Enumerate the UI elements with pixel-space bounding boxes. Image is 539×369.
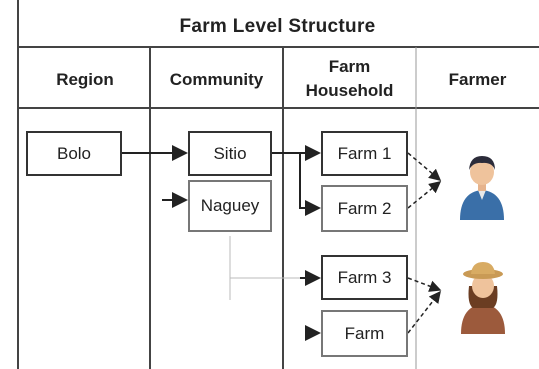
node-farm-2: Farm 2 (321, 185, 408, 232)
column-header-farm-household-line1: Farm (328, 57, 371, 76)
node-farm-4: Farm (321, 310, 408, 357)
male-farmer-icon (460, 156, 504, 220)
node-region-bolo: Bolo (26, 131, 122, 176)
node-community-naguey: Naguey (188, 180, 272, 232)
edge-sitio-farm2 (290, 152, 321, 216)
edge-farm1-farmer (407, 152, 442, 181)
dashed-connectors (407, 152, 442, 334)
column-header-region: Region (56, 70, 114, 89)
column-header-community: Community (169, 70, 264, 89)
node-farm-3: Farm 3 (321, 255, 408, 300)
female-farmer-icon (461, 262, 505, 334)
column-header-farmer: Farmer (448, 70, 507, 89)
edge-farm3-farmer (407, 277, 442, 292)
solid-connectors (122, 145, 321, 341)
column-header-farm-household: Farm Household (283, 55, 416, 103)
diagram-title: Farm Level Structure (179, 16, 376, 37)
table-grid (17, 0, 539, 369)
node-community-sitio: Sitio (188, 131, 272, 176)
guide-lines (229, 236, 300, 300)
edge-farm4-farmer (407, 290, 441, 334)
node-farm-1: Farm 1 (321, 131, 408, 176)
column-header-farm-household-line2: Household (305, 81, 394, 100)
edge-farm2-farmer (407, 181, 442, 209)
